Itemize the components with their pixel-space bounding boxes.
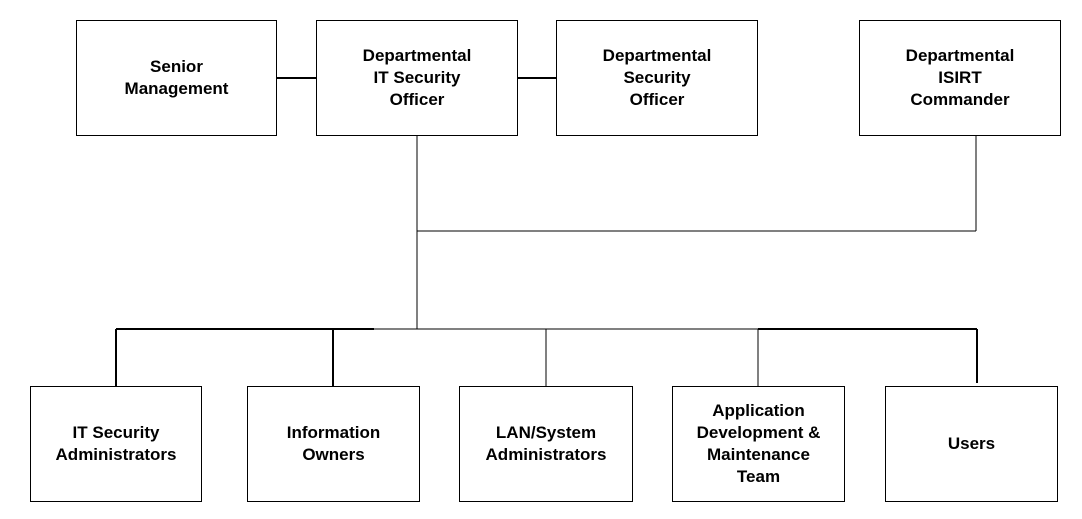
- node-label: Information Owners: [286, 423, 381, 464]
- node-label: Departmental Security Officer: [602, 46, 712, 109]
- node-label: Application Development & Maintenance Te…: [696, 401, 821, 486]
- node-isirt-commander: Departmental ISIRT Commander: [859, 20, 1061, 136]
- node-it-security-officer: Departmental IT Security Officer: [316, 20, 518, 136]
- node-security-officer: Departmental Security Officer: [556, 20, 758, 136]
- node-lan-system-administrators: LAN/System Administrators: [459, 386, 633, 502]
- node-it-security-administrators: IT Security Administrators: [30, 386, 202, 502]
- node-application-development-team: Application Development & Maintenance Te…: [672, 386, 845, 502]
- node-label: LAN/System Administrators: [485, 423, 607, 464]
- node-label: IT Security Administrators: [55, 423, 177, 464]
- node-senior-management: Senior Management: [76, 20, 277, 136]
- node-label: Senior Management: [124, 57, 229, 98]
- node-information-owners: Information Owners: [247, 386, 420, 502]
- node-users: Users: [885, 386, 1058, 502]
- node-label: Departmental IT Security Officer: [362, 46, 472, 109]
- node-label: Departmental ISIRT Commander: [905, 46, 1015, 109]
- node-label: Users: [947, 434, 996, 453]
